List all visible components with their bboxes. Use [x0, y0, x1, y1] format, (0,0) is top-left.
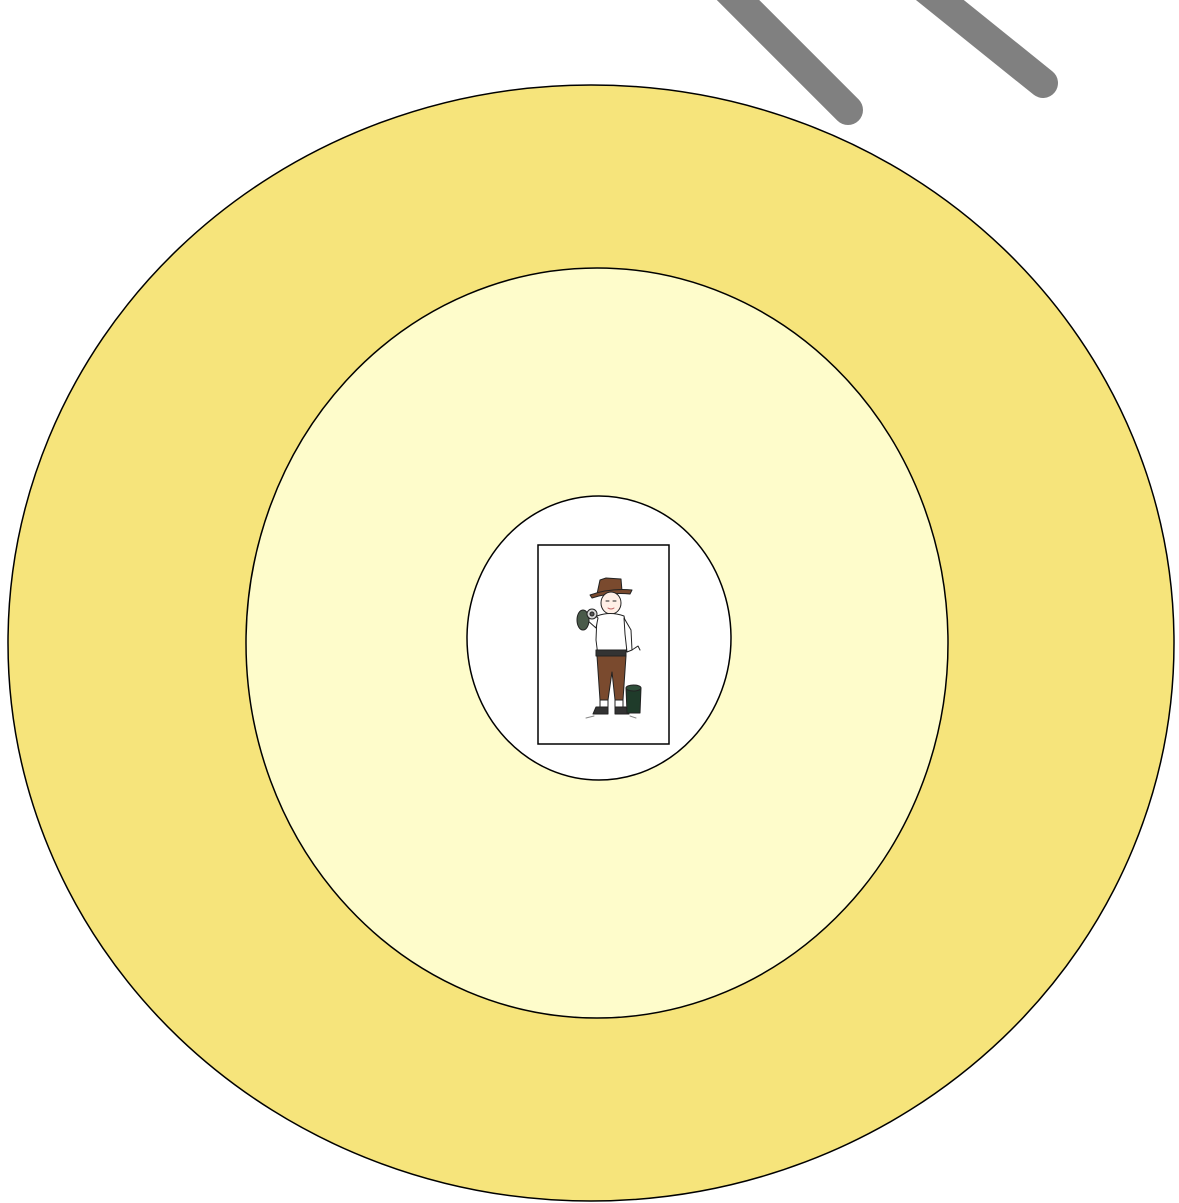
diagonal-stripe: [718, 0, 848, 110]
center-figure: [538, 545, 669, 744]
diagonal-stripe: [915, 0, 1043, 83]
diagonal-stripes: [718, 0, 1043, 110]
